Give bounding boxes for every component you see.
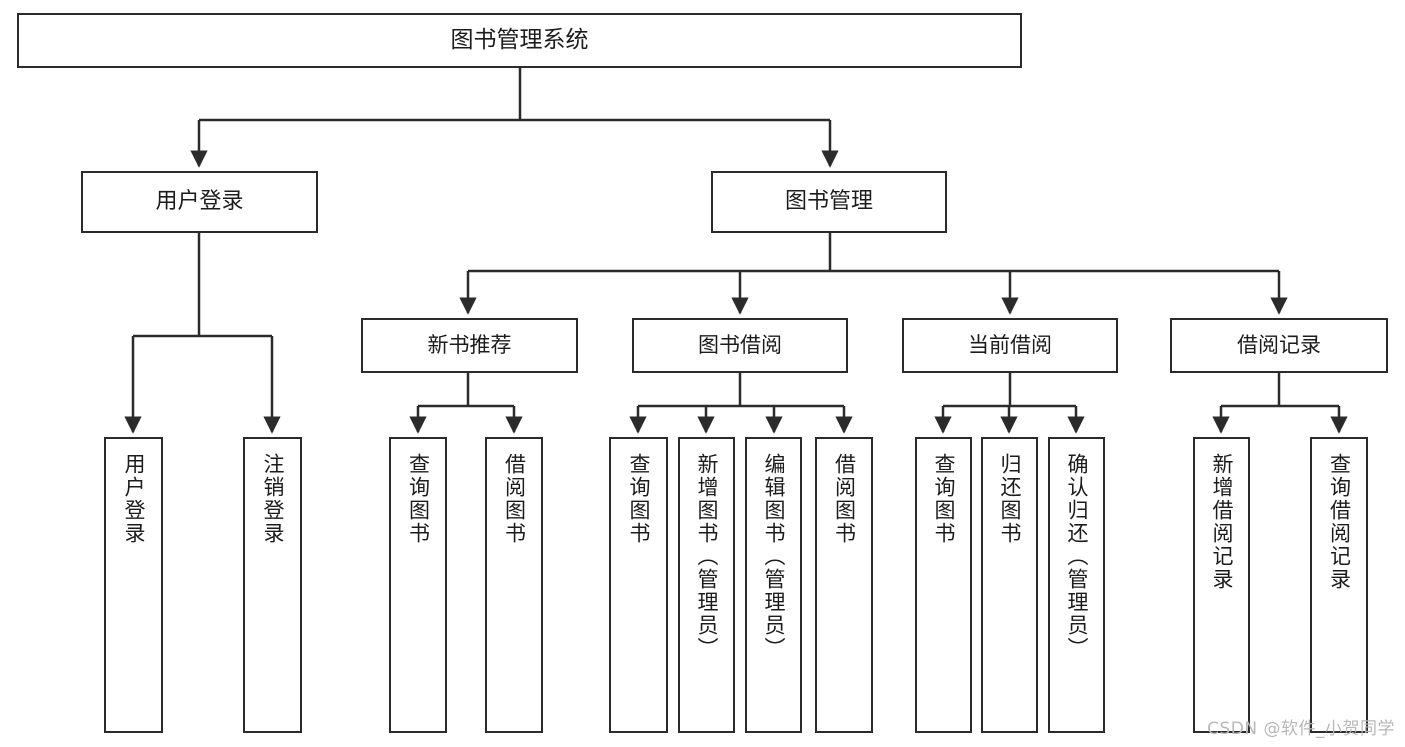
node-leaf-query-book-2[interactable]: 查询图书 bbox=[609, 437, 668, 733]
node-book-manage[interactable]: 图书管理 bbox=[711, 171, 947, 233]
node-label: 图书管理系统 bbox=[450, 26, 589, 53]
node-leaf-borrow-book-1[interactable]: 借阅图书 bbox=[485, 437, 543, 733]
node-root[interactable]: 图书管理系统 bbox=[17, 13, 1022, 68]
node-label: 当前借阅 bbox=[968, 333, 1052, 358]
node-label: 新增图书（管理员） bbox=[695, 453, 719, 660]
watermark: CSDN @软件_小贺同学 bbox=[1207, 719, 1395, 739]
node-label: 编辑图书（管理员） bbox=[762, 453, 786, 660]
node-book-borrow[interactable]: 图书借阅 bbox=[632, 318, 848, 373]
node-leaf-query-book-3[interactable]: 查询图书 bbox=[915, 437, 972, 733]
node-label: 新书推荐 bbox=[427, 333, 512, 358]
node-label: 借阅记录 bbox=[1237, 333, 1321, 358]
node-label: 注销登录 bbox=[261, 453, 285, 545]
node-label: 查询图书 bbox=[932, 453, 956, 545]
node-leaf-query-record[interactable]: 查询借阅记录 bbox=[1310, 437, 1368, 733]
node-label: 查询图书 bbox=[406, 453, 431, 545]
node-label: 用户登录 bbox=[122, 453, 146, 545]
node-borrow-record[interactable]: 借阅记录 bbox=[1170, 318, 1388, 373]
node-leaf-query-book-1[interactable]: 查询图书 bbox=[389, 437, 447, 733]
node-new-book-recommend[interactable]: 新书推荐 bbox=[361, 318, 578, 373]
node-leaf-borrow-book-2[interactable]: 借阅图书 bbox=[815, 437, 873, 733]
node-label: 新增借阅记录 bbox=[1210, 453, 1234, 591]
node-label: 归还图书 bbox=[998, 453, 1022, 545]
node-current-borrow[interactable]: 当前借阅 bbox=[902, 318, 1118, 373]
node-leaf-edit-book[interactable]: 编辑图书（管理员） bbox=[745, 437, 802, 733]
node-label: 查询图书 bbox=[627, 453, 651, 545]
node-user-login[interactable]: 用户登录 bbox=[81, 171, 318, 233]
node-label: 查询借阅记录 bbox=[1327, 453, 1352, 591]
node-label: 图书管理 bbox=[784, 189, 873, 215]
node-leaf-add-record[interactable]: 新增借阅记录 bbox=[1193, 437, 1250, 733]
node-label: 借阅图书 bbox=[832, 453, 857, 545]
node-label: 图书借阅 bbox=[698, 333, 782, 358]
node-leaf-user-login[interactable]: 用户登录 bbox=[104, 437, 163, 733]
node-leaf-logout[interactable]: 注销登录 bbox=[243, 437, 302, 733]
node-leaf-return-book[interactable]: 归还图书 bbox=[981, 437, 1038, 733]
node-leaf-confirm-return[interactable]: 确认归还（管理员） bbox=[1048, 437, 1105, 733]
node-label: 用户登录 bbox=[155, 189, 244, 215]
node-label: 借阅图书 bbox=[502, 453, 527, 545]
node-leaf-add-book[interactable]: 新增图书（管理员） bbox=[678, 437, 735, 733]
node-label: 确认归还（管理员） bbox=[1065, 453, 1089, 660]
